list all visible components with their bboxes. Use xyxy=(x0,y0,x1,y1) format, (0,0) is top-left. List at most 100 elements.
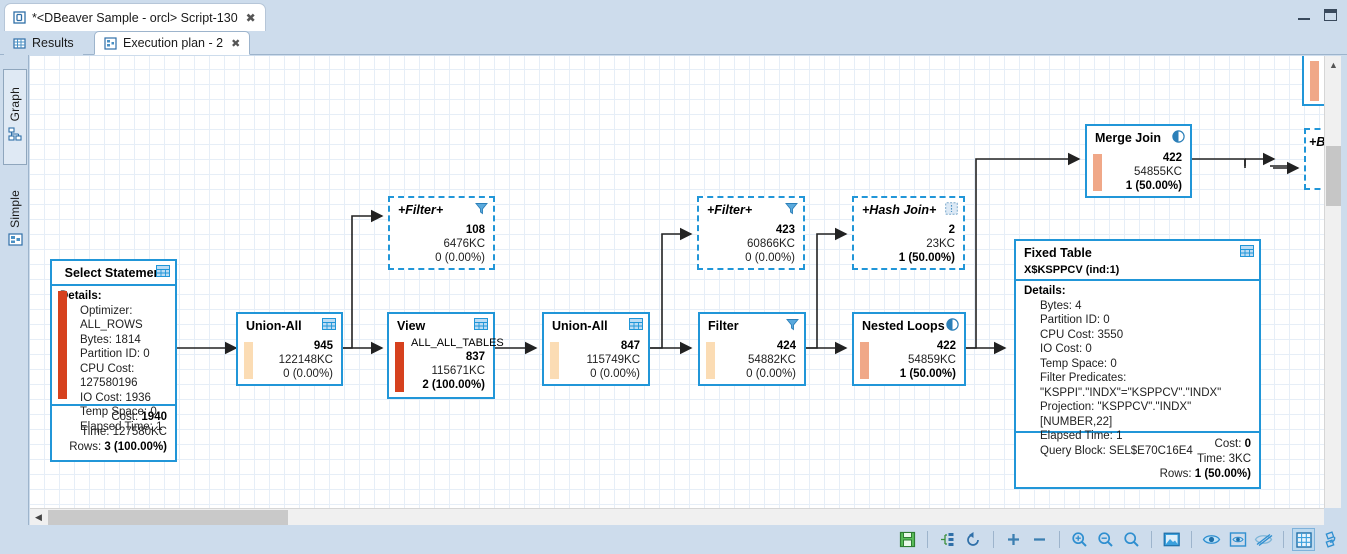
rows-label: Rows: xyxy=(1159,468,1192,480)
toolbar-buttons xyxy=(896,528,1341,551)
node-hash-join-plus[interactable]: +Hash Join+ 2 23KC 1 (50.00%) xyxy=(852,196,965,270)
node-stats: 422 54859KC 1 (50.00%) xyxy=(854,337,964,385)
bottom-toolbar xyxy=(0,525,1347,554)
node-stats: 2 23KC 1 (50.00%) xyxy=(854,221,963,269)
rows-label: Rows: xyxy=(69,441,102,453)
close-icon[interactable]: ✖ xyxy=(245,10,256,25)
accent-bar xyxy=(244,342,253,379)
node-union-all-1[interactable]: Union-All 945 122148KC 0 (0.00%) xyxy=(236,312,343,386)
time-line: Time: 127580KC xyxy=(60,425,167,440)
node-subtitle: ALL_ALL_TABLES xyxy=(411,337,504,349)
table-icon xyxy=(1240,245,1254,260)
detail-line: CPU Cost: 3550 xyxy=(1040,328,1124,341)
horizontal-scrollbar[interactable]: ◀ xyxy=(30,508,1324,525)
rows-value: 1 (50.00%) xyxy=(1125,180,1182,192)
sidebar-item-simple[interactable]: Simple xyxy=(3,173,27,269)
circle-half-icon xyxy=(946,318,959,334)
zoom-reset-icon[interactable] xyxy=(1120,528,1143,551)
refresh-icon[interactable] xyxy=(962,528,985,551)
node-stats: 423 60866KC 0 (0.00%) xyxy=(699,221,803,269)
detail-line: Projection: "KSPPCV"."INDX"[NUMBER,22] xyxy=(1040,401,1192,428)
close-icon[interactable]: ✖ xyxy=(231,37,241,50)
zoom-out-icon[interactable] xyxy=(1094,528,1117,551)
tab-results[interactable]: Results xyxy=(4,31,83,55)
time-label: Time: xyxy=(1197,453,1226,465)
graph-icon xyxy=(7,127,23,147)
node-footer: Cost: 1940 Time: 127580KC Rows: 3 (100.0… xyxy=(52,406,175,460)
cost-value: 422 xyxy=(1162,152,1182,164)
node-filter[interactable]: Filter 424 54882KC 0 (0.00%) xyxy=(698,312,806,386)
highlight-icon[interactable] xyxy=(1226,528,1249,551)
horizontal-scroll-thumb[interactable] xyxy=(48,510,288,525)
toolbar-separator xyxy=(1059,531,1060,548)
node-merge-join[interactable]: Merge Join 422 54855KC 1 (50.00%) xyxy=(1085,124,1192,198)
node-body: 108 6476KC 0 (0.00%) xyxy=(390,221,493,268)
sidebar-item-simple-label: Simple xyxy=(8,189,22,228)
scroll-left-icon[interactable]: ◀ xyxy=(35,512,42,522)
maximize-button[interactable] xyxy=(1324,9,1337,21)
minimize-button[interactable] xyxy=(1298,11,1310,20)
cost-value: 423 xyxy=(775,224,795,236)
node-body: 2 23KC 1 (50.00%) xyxy=(854,221,963,268)
sidebar-item-graph[interactable]: Graph xyxy=(3,69,27,165)
accent-bar xyxy=(395,342,404,392)
node-stats: 945 122148KC 0 (0.00%) xyxy=(238,337,341,385)
expand-all-icon[interactable] xyxy=(1002,528,1025,551)
accent-bar xyxy=(58,291,67,399)
grid-toggle-icon[interactable] xyxy=(1292,528,1315,551)
node-view[interactable]: View ALL_ALL_TABLES 837 115671KC 2 (100.… xyxy=(387,312,504,399)
time-value: 54855KC xyxy=(1134,166,1182,178)
fit-window-icon[interactable] xyxy=(1160,528,1183,551)
rows-value: 0 (0.00%) xyxy=(746,368,796,380)
node-details: Details: Optimizer: ALL_ROWS Bytes: 1814… xyxy=(52,286,175,438)
time-value: 115671KC xyxy=(431,365,486,377)
node-body: 945 122148KC 0 (0.00%) xyxy=(238,337,341,384)
cost-value: 2 xyxy=(948,224,955,236)
node-header: +Filter+ xyxy=(699,198,803,221)
details-title: Details: xyxy=(60,290,102,302)
node-clipped-right[interactable]: +B xyxy=(1304,128,1324,190)
node-footer: Cost: 0 Time: 3KC Rows: 1 (50.00%) xyxy=(1016,433,1259,487)
node-stats: 837 115671KC 2 (100.00%) xyxy=(389,350,493,396)
time-label: Time: xyxy=(81,426,110,438)
detail-line: Partition ID: 0 xyxy=(1040,314,1110,326)
collapse-all-icon[interactable] xyxy=(1028,528,1051,551)
node-union-all-2[interactable]: Union-All 847 115749KC 0 (0.00%) xyxy=(542,312,650,386)
table-icon xyxy=(474,318,488,333)
editor-tab-script[interactable]: *<DBeaver Sample - orcl> Script-130 ✖ xyxy=(4,3,266,31)
scroll-up-icon[interactable]: ▲ xyxy=(1329,59,1338,70)
node-body: 847 115749KC 0 (0.00%) xyxy=(544,337,648,384)
rows-value: 1 (50.00%) xyxy=(898,252,955,264)
time-line: Time: 3KC xyxy=(1024,452,1251,467)
time-value: 122148KC xyxy=(278,354,333,366)
toolbar-separator xyxy=(1191,531,1192,548)
node-fixed-table[interactable]: Fixed Table X$KSPPCV (ind:1) Details: By… xyxy=(1014,239,1261,489)
node-clipped-top-right[interactable] xyxy=(1302,56,1324,106)
node-stats: 422 54855KC 1 (50.00%) xyxy=(1087,149,1190,197)
cost-value: 945 xyxy=(313,340,333,352)
node-body: 423 60866KC 0 (0.00%) xyxy=(699,221,803,268)
tab-execution-plan[interactable]: Execution plan - 2 ✖ xyxy=(94,31,251,55)
rotate-icon[interactable] xyxy=(1318,528,1341,551)
detail-line: Bytes: 1814 xyxy=(80,333,141,346)
execution-plan-canvas[interactable]: Select Statement Details: Optimizer: ALL… xyxy=(30,56,1324,508)
rows-value: 2 (100.00%) xyxy=(422,379,485,391)
hide-icon[interactable] xyxy=(1252,528,1275,551)
node-filter-plus-2[interactable]: +Filter+ 423 60866KC 0 (0.00%) xyxy=(697,196,805,270)
node-filter-plus-1[interactable]: +Filter+ 108 6476KC 0 (0.00%) xyxy=(388,196,495,270)
funnel-icon xyxy=(475,202,488,218)
node-title: Merge Join xyxy=(1095,130,1161,145)
show-all-icon[interactable] xyxy=(1200,528,1223,551)
vertical-scroll-thumb[interactable] xyxy=(1326,146,1341,206)
save-icon[interactable] xyxy=(896,528,919,551)
rows-line: Rows: 1 (50.00%) xyxy=(1024,467,1251,482)
layout-icon[interactable] xyxy=(936,528,959,551)
detail-line: Partition ID: 0 xyxy=(80,348,150,360)
vertical-scrollbar[interactable]: ▲ xyxy=(1324,56,1341,508)
node-header: +B xyxy=(1306,130,1324,153)
funnel-icon xyxy=(786,318,799,334)
node-nested-loops[interactable]: Nested Loops 422 54859KC 1 (50.00%) xyxy=(852,312,966,386)
node-select-statement[interactable]: Select Statement Details: Optimizer: ALL… xyxy=(50,259,177,462)
zoom-in-icon[interactable] xyxy=(1068,528,1091,551)
